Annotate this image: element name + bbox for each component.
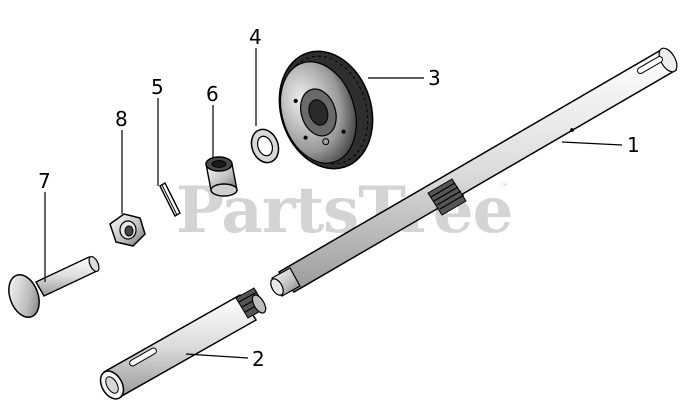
part-7-carriage-bolt xyxy=(8,255,100,318)
part-6-bushing xyxy=(205,156,238,197)
part-1-spline xyxy=(427,178,467,216)
watermark-trademark: ™ xyxy=(500,183,509,193)
callout-numbers: 1 2 3 4 5 6 7 8 xyxy=(38,25,640,371)
callout-7: 7 xyxy=(38,169,51,193)
callout-leaders xyxy=(44,48,623,359)
callout-4: 4 xyxy=(249,25,262,49)
part-8-nut xyxy=(109,213,146,247)
part-1-long-shaft xyxy=(270,47,678,297)
callout-3: 3 xyxy=(428,66,441,90)
callout-1: 1 xyxy=(627,133,640,157)
part-5-pin xyxy=(159,182,181,217)
callout-5: 5 xyxy=(151,75,164,99)
callout-2: 2 xyxy=(252,347,265,371)
leader-1 xyxy=(561,141,623,146)
part-3-gear xyxy=(278,50,374,170)
part-4-washer xyxy=(250,128,280,164)
callout-8: 8 xyxy=(115,107,128,131)
callout-6: 6 xyxy=(206,82,219,106)
part-2-short-shaft xyxy=(99,287,267,400)
leader-2 xyxy=(185,353,249,359)
